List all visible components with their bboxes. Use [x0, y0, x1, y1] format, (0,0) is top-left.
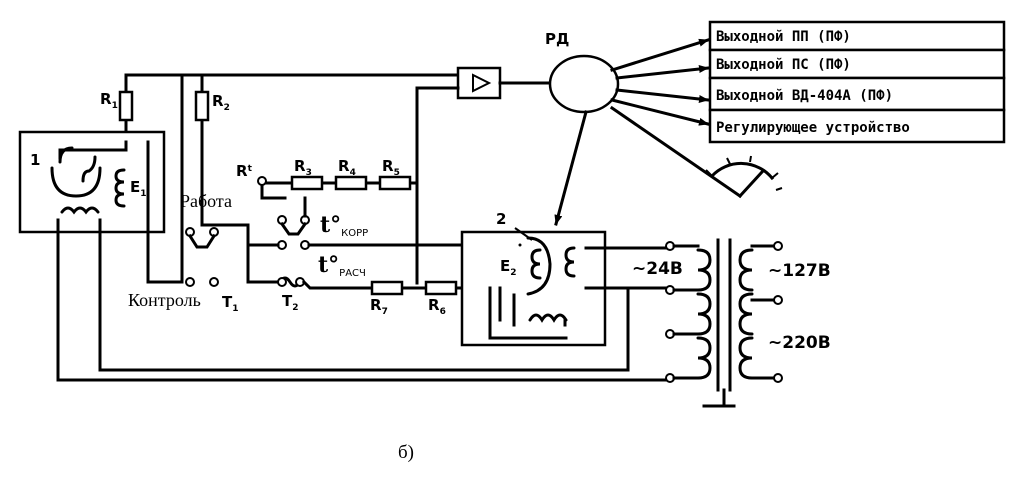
resistor-r1: [118, 90, 134, 122]
label-r7: R7: [370, 296, 388, 317]
resistor-r6: [424, 280, 458, 296]
label-r5: R5: [382, 157, 400, 178]
label-rabota: Работа: [180, 191, 232, 211]
resistor-r5: [378, 175, 412, 191]
label-t-rasch: t°РАСЧ: [318, 252, 366, 279]
label-t1: T1: [222, 293, 239, 314]
caption: б): [398, 442, 414, 463]
label-r1: R1: [100, 90, 118, 111]
label-kontrol: Контроль: [128, 290, 201, 310]
label-t-korr: t°КОРР: [320, 212, 368, 239]
label-24v: ~24В: [632, 259, 683, 279]
transformer: [626, 238, 783, 408]
label-t2: T2: [282, 292, 299, 313]
label-rt: Rt: [236, 162, 253, 180]
gauge-icon: [705, 155, 783, 199]
label-r3: R3: [294, 157, 312, 178]
output-label-4: Регулирующее устройство: [716, 120, 910, 136]
rd-ellipse: [548, 54, 620, 114]
sensor-1: [18, 130, 166, 382]
label-r6: R6: [428, 296, 446, 317]
label-r4: R4: [338, 157, 356, 178]
label-e1: E1: [130, 178, 147, 199]
mode-switch: [146, 227, 219, 287]
resistor-r2: [194, 90, 210, 122]
output-label-1: Выходной ПП (ПФ): [716, 29, 851, 45]
resistor-r3: [290, 175, 324, 191]
resistor-r7: [370, 280, 404, 296]
label-rd: РД: [545, 30, 569, 48]
amplifier: [415, 66, 552, 285]
resistor-r4: [334, 175, 368, 191]
output-label-2: Выходной ПС (ПФ): [716, 57, 851, 73]
label-1: 1: [30, 151, 40, 169]
rd-arrows: [554, 38, 743, 226]
output-box-2: [708, 48, 1006, 80]
label-e2: E2: [500, 257, 517, 278]
label-r2: R2: [212, 92, 230, 113]
output-label-3: Выходной ВД-404А (ПФ): [716, 88, 893, 104]
label-2: 2: [496, 210, 506, 228]
label-127v: ~127В: [768, 261, 831, 281]
output-box-1: [708, 20, 1006, 52]
label-220v: ~220В: [768, 333, 831, 353]
output-boxes: Выходной ПП (ПФ) Выходной ПС (ПФ) Выходн…: [708, 20, 1006, 144]
output-box-4: [708, 108, 1006, 144]
sensor-2: [56, 227, 672, 382]
